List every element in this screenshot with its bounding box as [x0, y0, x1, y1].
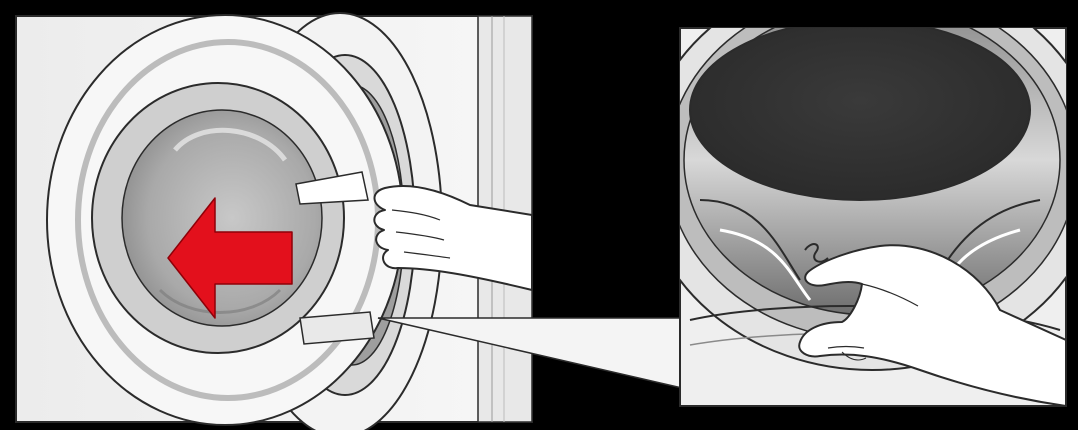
drum-opening — [690, 20, 1030, 200]
door-hinge-lower — [300, 312, 374, 344]
washer-door — [47, 15, 403, 425]
right-panel — [642, 0, 1078, 406]
left-panel — [16, 13, 532, 430]
door-glass — [122, 110, 322, 326]
